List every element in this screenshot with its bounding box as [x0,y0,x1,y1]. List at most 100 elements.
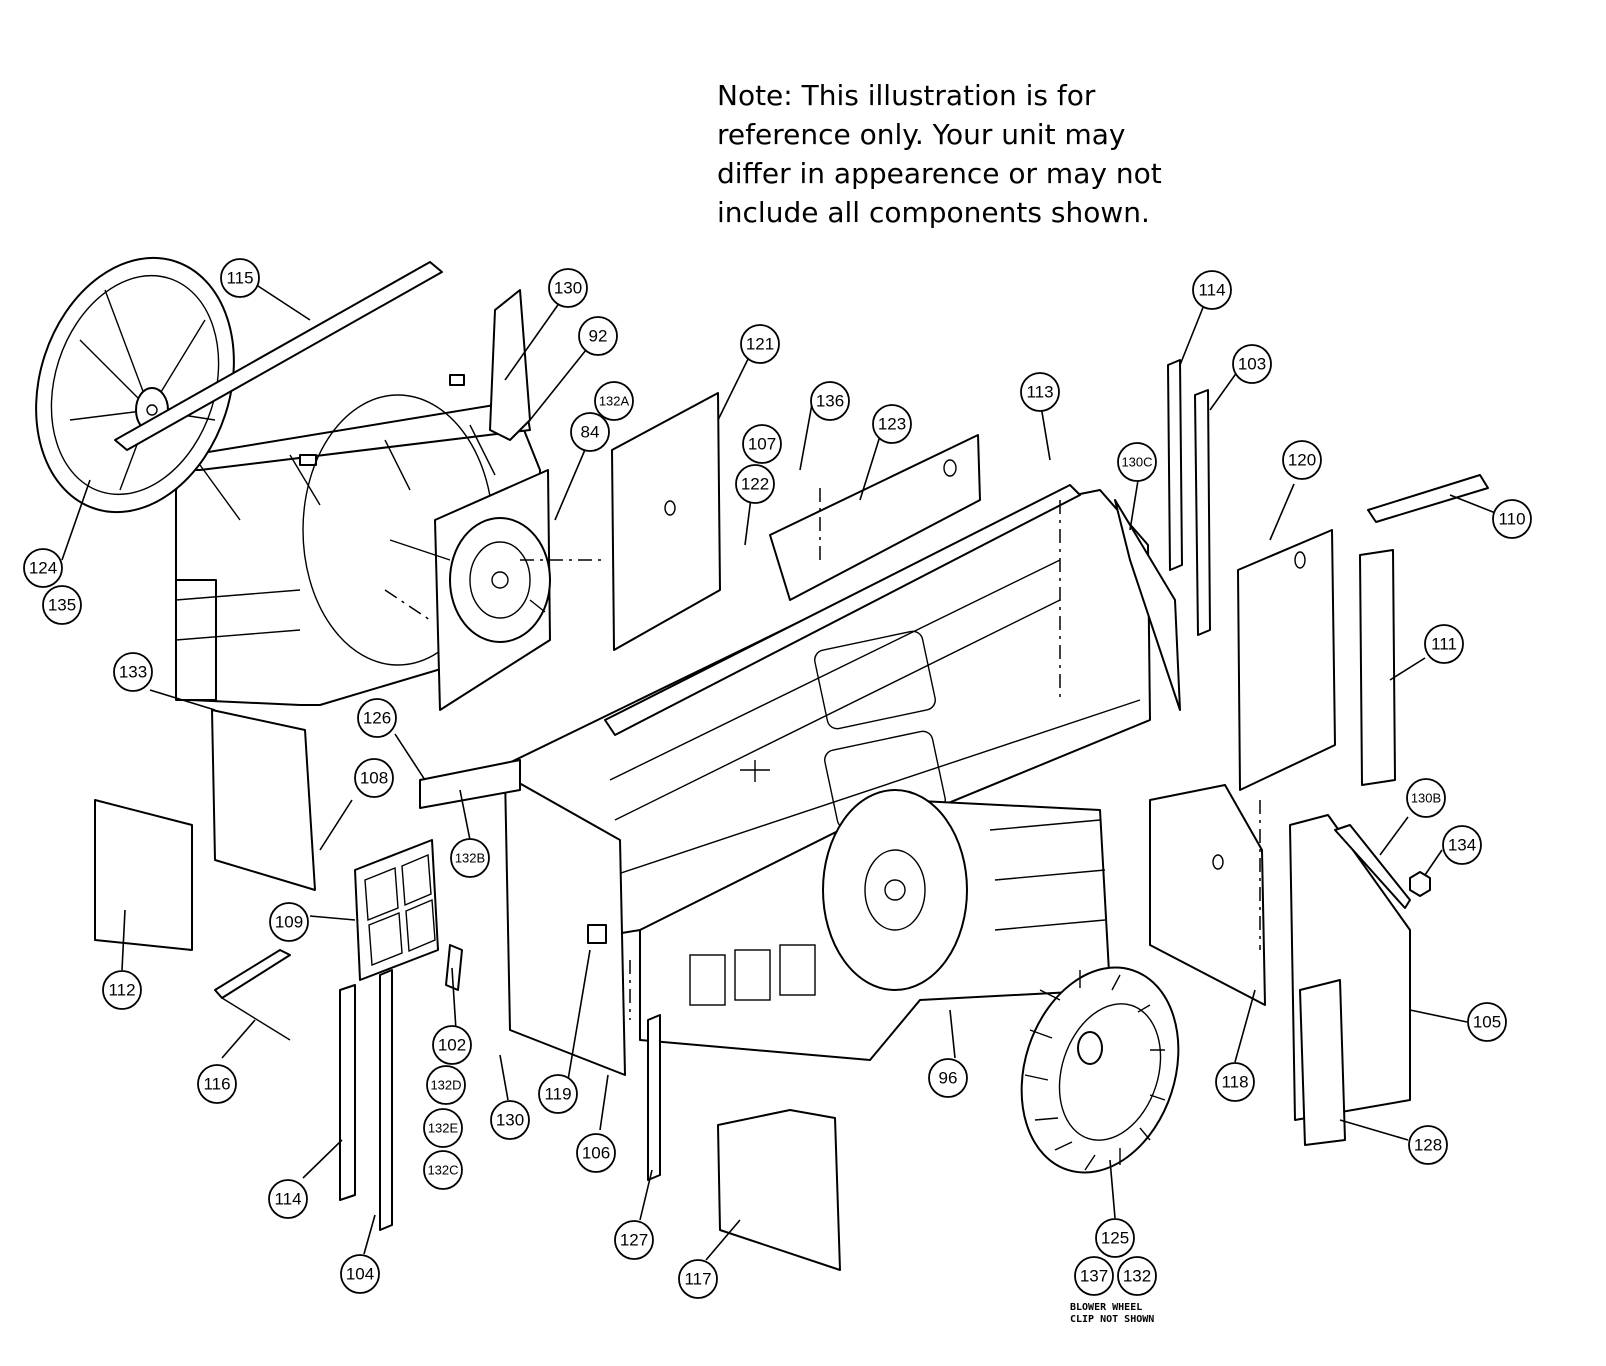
svg-text:107: 107 [748,435,776,454]
note-line-3: differ in appearence or may not [717,157,1162,190]
svg-text:102: 102 [438,1036,466,1055]
svg-text:130: 130 [496,1111,524,1130]
svg-text:114: 114 [274,1190,301,1209]
callout-114-top: 114 [1192,270,1232,310]
side-strips-right [1114,359,1211,711]
callout-106: 106 [576,1133,616,1173]
callout-132D: 132D [426,1065,466,1105]
svg-text:113: 113 [1026,383,1053,402]
side-panel-106 [504,774,626,1076]
callout-134: 134 [1442,825,1482,865]
svg-text:106: 106 [582,1144,610,1163]
callout-127: 127 [614,1220,654,1260]
svg-text:132E: 132E [428,1121,459,1136]
svg-text:108: 108 [360,769,388,788]
note-line-2: reference only. Your unit may [717,118,1126,151]
svg-text:132C: 132C [427,1163,458,1178]
svg-text:118: 118 [1221,1073,1248,1092]
callout-121: 121 [740,324,780,364]
svg-text:124: 124 [29,559,57,578]
side-panel-105 [1289,814,1411,1146]
callout-103: 103 [1232,344,1272,384]
callout-118: 118 [1215,1062,1255,1102]
svg-text:84: 84 [581,423,600,442]
note-line-4: include all components shown. [717,196,1150,229]
callout-111: 111 [1424,624,1464,664]
caption-line-1: BLOWER WHEEL [1070,1302,1142,1313]
reference-note: Note: This illustration is for reference… [717,76,1237,232]
callout-110: 110 [1492,499,1532,539]
condenser-fan [35,256,235,514]
svg-text:135: 135 [48,596,76,615]
callout-132C: 132C [423,1150,463,1190]
callout-96: 96 [928,1058,968,1098]
callout-105: 105 [1467,1002,1507,1042]
note-line-1: Note: This illustration is for [717,79,1096,112]
caption-line-2: CLIP NOT SHOWN [1070,1314,1154,1325]
callout-108: 108 [354,758,394,798]
callout-92: 92 [578,316,618,356]
svg-text:117: 117 [684,1270,711,1289]
svg-text:123: 123 [878,415,906,434]
svg-text:132: 132 [1123,1267,1151,1286]
callout-132: 132 [1117,1256,1157,1296]
callout-114-bottom: 114 [268,1179,308,1219]
callout-119: 119 [538,1074,578,1114]
callout-123: 123 [872,404,912,444]
callout-109: 109 [269,902,309,942]
svg-text:132D: 132D [430,1078,461,1093]
panel-110 [1367,474,1489,523]
svg-text:120: 120 [1288,451,1316,470]
callout-122: 122 [735,464,775,504]
svg-text:92: 92 [589,327,608,346]
callout-130: 130 [548,268,588,308]
fan-motor [389,469,551,711]
callout-130C: 130C [1117,442,1157,482]
svg-text:103: 103 [1238,355,1266,374]
blower-wheel [1020,966,1180,1174]
seal-strips [339,759,661,1231]
callout-117: 117 [678,1259,718,1299]
svg-text:130: 130 [554,279,582,298]
svg-text:130C: 130C [1121,455,1152,470]
callout-132A: 132A [594,381,634,421]
svg-text:104: 104 [346,1265,374,1284]
filter-panel-112 [94,799,193,951]
svg-text:128: 128 [1414,1136,1442,1155]
svg-text:116: 116 [203,1075,230,1094]
callout-112: 112 [102,970,142,1010]
svg-text:96: 96 [939,1069,958,1088]
callout-113: 113 [1020,372,1060,412]
top-brace [114,261,443,451]
svg-text:122: 122 [741,475,769,494]
svg-text:134: 134 [1448,836,1476,855]
svg-text:133: 133 [119,663,147,682]
callout-137: 137 [1074,1256,1114,1296]
panel-111 [1359,549,1396,786]
panel-120 [1237,529,1336,791]
callout-136: 136 [810,381,850,421]
svg-text:132A: 132A [599,394,630,409]
callout-130-lower: 130 [490,1100,530,1140]
partition-panel-121 [611,392,721,651]
callout-124: 124 [23,548,63,588]
callout-116: 116 [197,1064,237,1104]
svg-text:105: 105 [1473,1013,1501,1032]
svg-text:137: 137 [1080,1267,1108,1286]
nut-134 [1409,871,1431,897]
callout-130B: 130B [1406,778,1446,818]
svg-text:126: 126 [363,709,391,728]
alignment-lines [384,488,1261,1020]
panel-118 [1149,784,1266,1006]
svg-text:110: 110 [1498,510,1525,529]
callout-126: 126 [357,698,397,738]
svg-text:136: 136 [816,392,844,411]
top-panel-123 [769,434,981,601]
blower-wheel-caption: BLOWER WHEEL CLIP NOT SHOWN [1070,1302,1154,1325]
svg-text:132B: 132B [455,851,485,866]
svg-text:125: 125 [1101,1229,1129,1248]
callout-115: 115 [220,258,260,298]
svg-text:130B: 130B [1411,791,1441,806]
svg-text:119: 119 [544,1085,571,1104]
